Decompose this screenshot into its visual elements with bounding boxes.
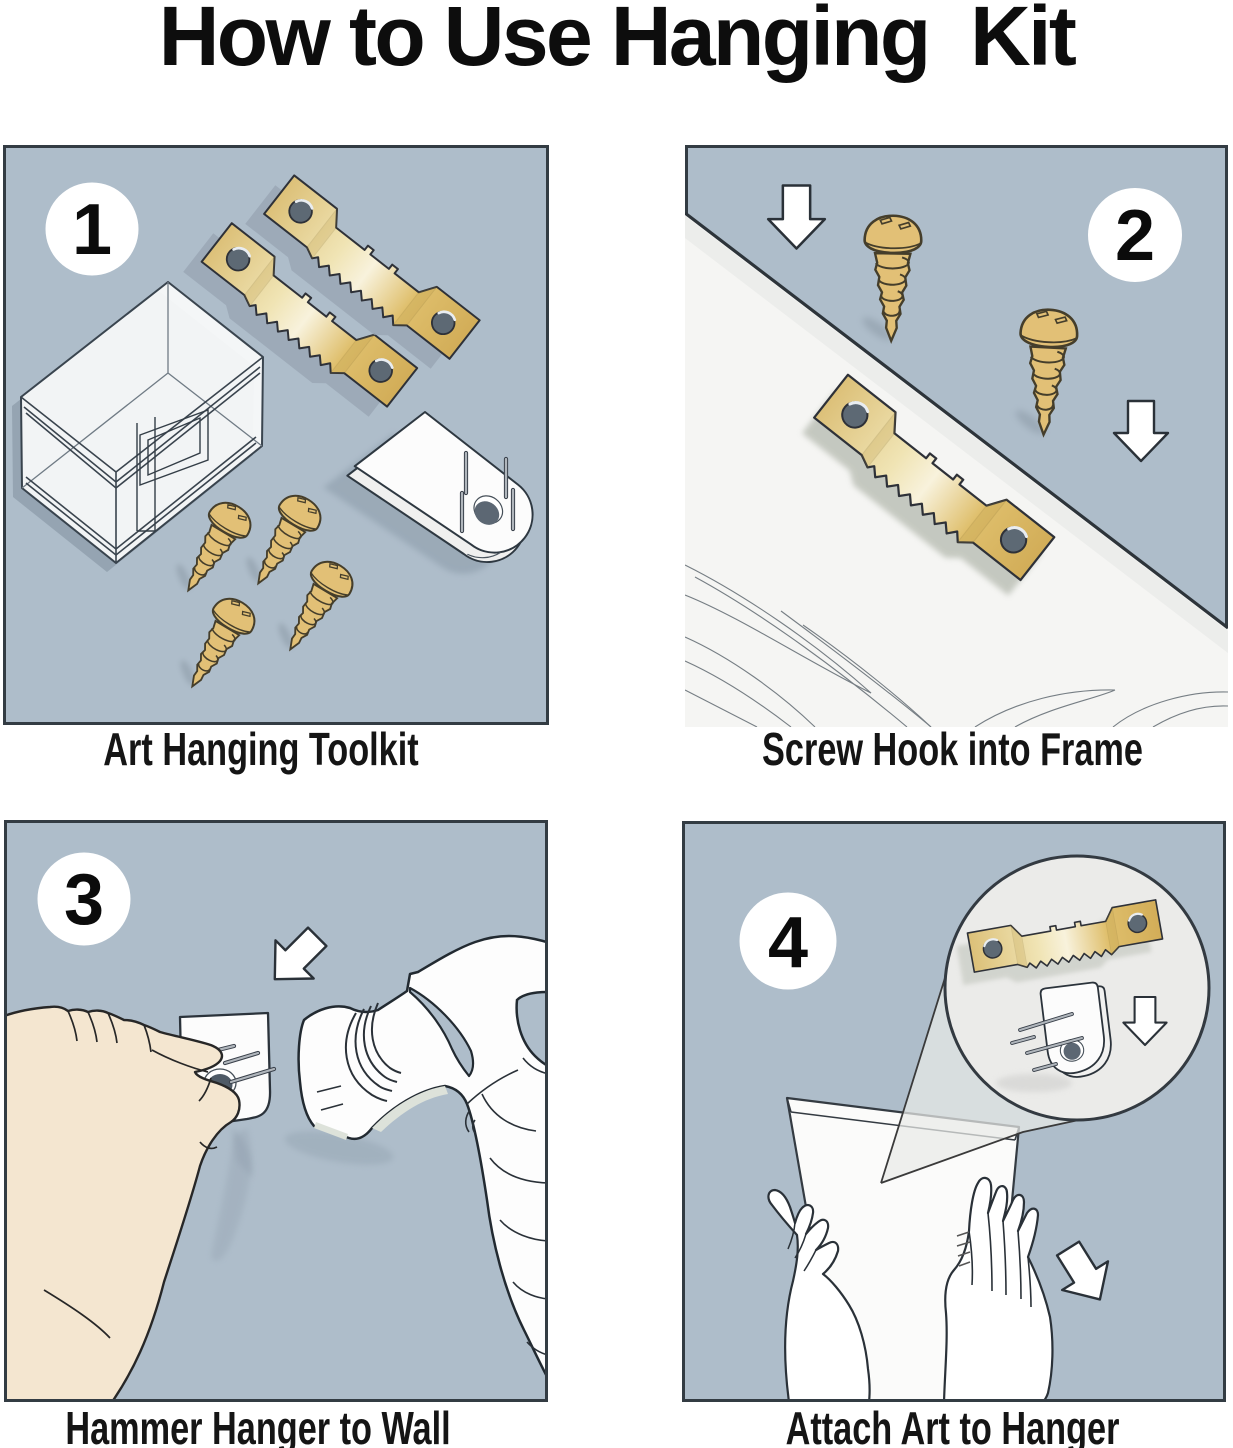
svg-text:2: 2 <box>1115 196 1155 276</box>
svg-text:3: 3 <box>64 860 104 940</box>
svg-text:1: 1 <box>72 190 112 270</box>
svg-text:4: 4 <box>768 903 808 983</box>
